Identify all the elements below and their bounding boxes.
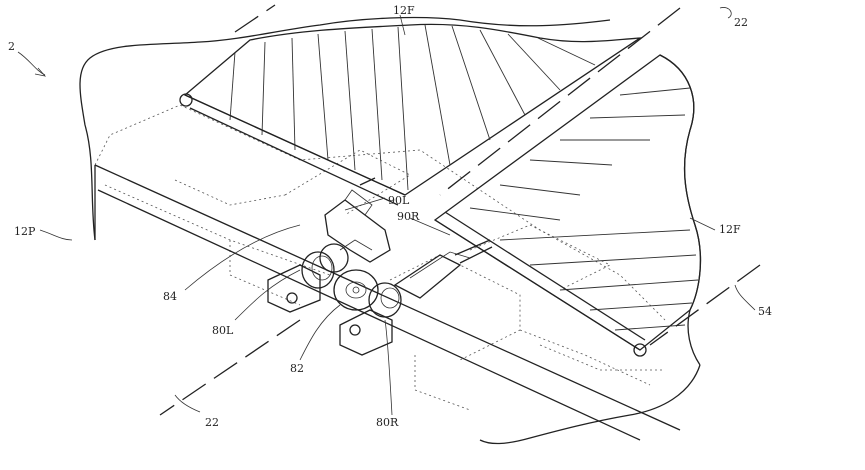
hidden-lines <box>94 104 666 411</box>
label-ref-12f-right: 12F <box>719 223 741 236</box>
label-ref-12p: 12P <box>14 225 36 238</box>
gear-mechanism <box>267 177 493 356</box>
label-ref-54: 54 <box>758 305 772 318</box>
axis-54 <box>649 264 761 346</box>
label-ref-80l: 80L <box>212 324 234 337</box>
label-ref-22-bottom: 22 <box>205 416 219 429</box>
flap-left-hatching <box>229 24 596 191</box>
label-ref-90r: 90R <box>397 210 420 223</box>
label-ref-12f-top: 12F <box>393 4 415 17</box>
label-ref-84: 84 <box>163 290 177 303</box>
flap-left <box>179 23 643 206</box>
label-ref-2: 2 <box>8 40 15 53</box>
axis-22-upper <box>234 4 276 33</box>
flap-right-hatching <box>469 87 699 331</box>
hinge-pin-right <box>633 343 647 357</box>
label-ref-22-top: 22 <box>734 16 748 29</box>
label-ref-80r: 80R <box>376 416 399 429</box>
label-ref-90l: 90L <box>388 194 410 207</box>
label-ref-82: 82 <box>290 362 304 375</box>
axis-22-diagonal <box>439 7 681 196</box>
ref-2-arrowhead <box>34 67 47 77</box>
hinge-pin-left <box>179 93 193 107</box>
axis-22-lower <box>159 319 301 416</box>
flap-right <box>433 54 702 357</box>
axis-lines <box>159 4 761 416</box>
hinge-body-outline <box>79 16 702 445</box>
